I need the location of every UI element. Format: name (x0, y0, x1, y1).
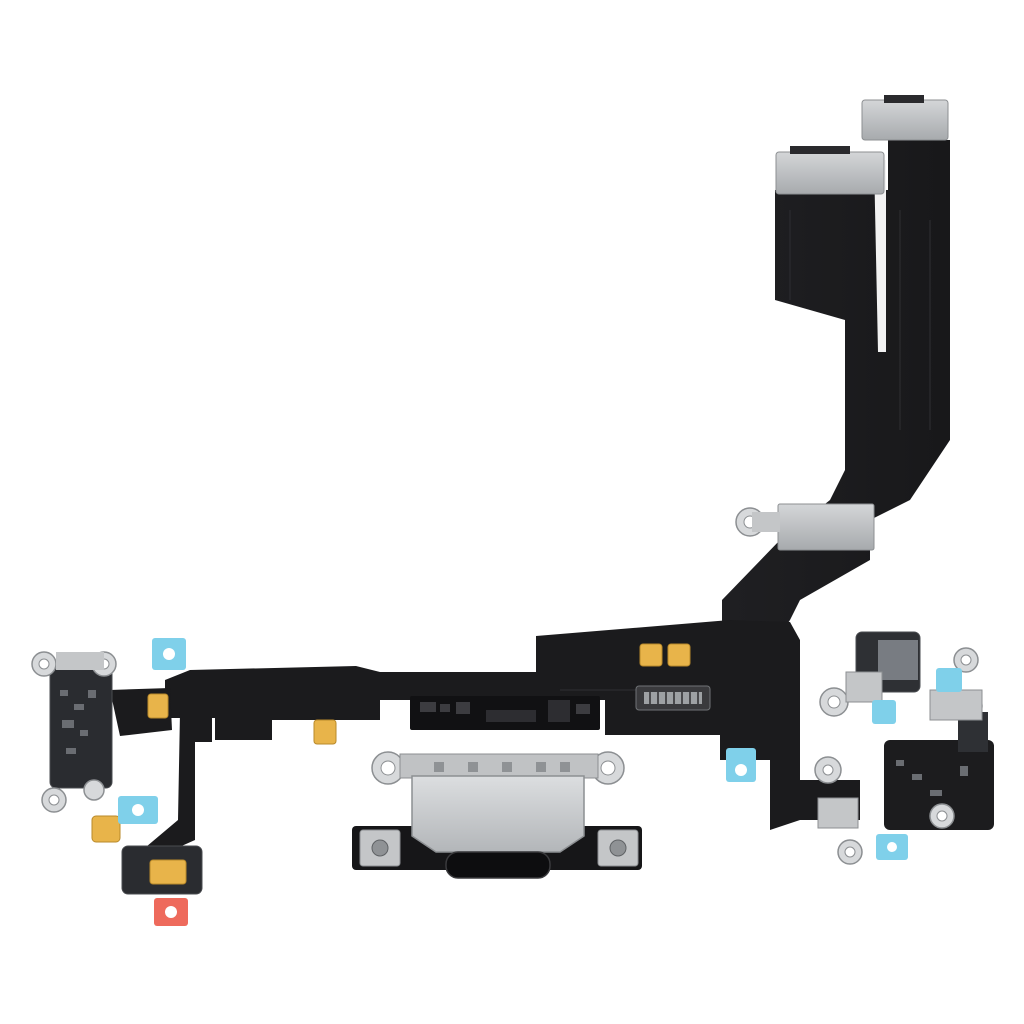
usb-c-opening (445, 851, 551, 879)
port-screw-ear-left (371, 751, 405, 785)
flex-ribbon (110, 140, 950, 860)
smd-components (410, 696, 600, 730)
ribbon-slot (874, 160, 886, 352)
left-antenna-module (31, 651, 117, 813)
board-connector (635, 685, 711, 711)
connector-stiffener-right (861, 99, 949, 141)
mounting-bracket (735, 503, 875, 551)
gold-contact-pads (91, 643, 691, 887)
connector-stiffener-left (775, 151, 885, 195)
usb-c-port (352, 751, 642, 879)
microphone-module (121, 845, 203, 895)
red-adhesive-tab (154, 898, 188, 926)
right-antenna-module-lower (814, 689, 994, 865)
